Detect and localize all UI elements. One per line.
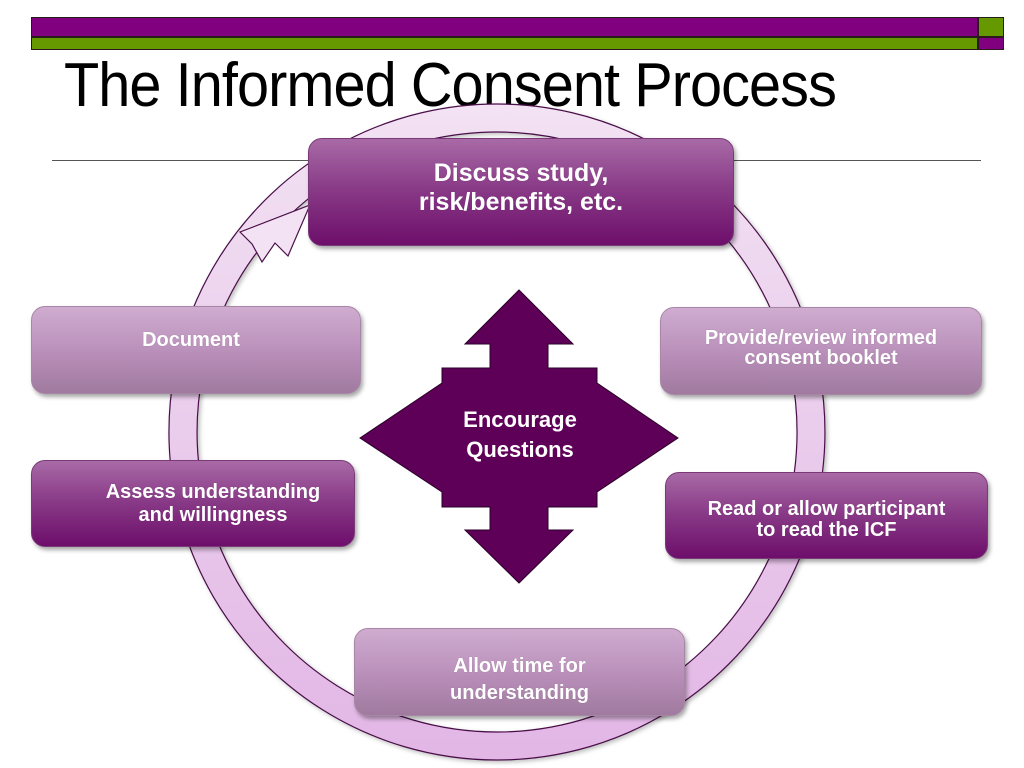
step-label-line: Allow time for — [453, 655, 586, 677]
step-document: Document — [31, 306, 361, 394]
title-rule-left — [52, 160, 310, 161]
header-square-green — [978, 17, 1004, 37]
step-label-line: to read the ICF — [756, 519, 897, 541]
step-label-line: Assess understanding — [105, 481, 321, 503]
step-label-line: understanding — [450, 682, 589, 704]
header-bar-purple — [31, 17, 978, 37]
step-read-icf: Read or allow participant to read the IC… — [665, 472, 988, 559]
title-rule-right — [733, 160, 981, 161]
step-label-line: and willingness — [138, 504, 288, 526]
cycle-ring-band — [168, 103, 826, 761]
step-label-line: Discuss study, — [433, 159, 609, 187]
step-label-line: consent booklet — [744, 347, 898, 369]
step-provide-booklet: Provide/review informed consent booklet — [660, 307, 982, 395]
step-allow-time: Allow time for understanding — [354, 628, 685, 716]
header-square-purple — [978, 37, 1004, 50]
step-assess: Assess understanding and willingness — [31, 460, 355, 547]
center-label: Encourage Questions — [440, 405, 600, 464]
step-label-line: Document — [142, 329, 240, 351]
header-bar-green — [31, 37, 978, 50]
center-arrow-shape — [359, 289, 679, 584]
step-label-line: Provide/review informed — [704, 327, 938, 349]
center-label-line: Questions — [466, 436, 574, 462]
step-label-line: risk/benefits, etc. — [418, 187, 624, 216]
step-label-line: Read or allow participant — [707, 498, 946, 520]
step-discuss: Discuss study, risk/benefits, etc. — [308, 138, 734, 246]
center-label-line: Encourage — [463, 407, 577, 432]
